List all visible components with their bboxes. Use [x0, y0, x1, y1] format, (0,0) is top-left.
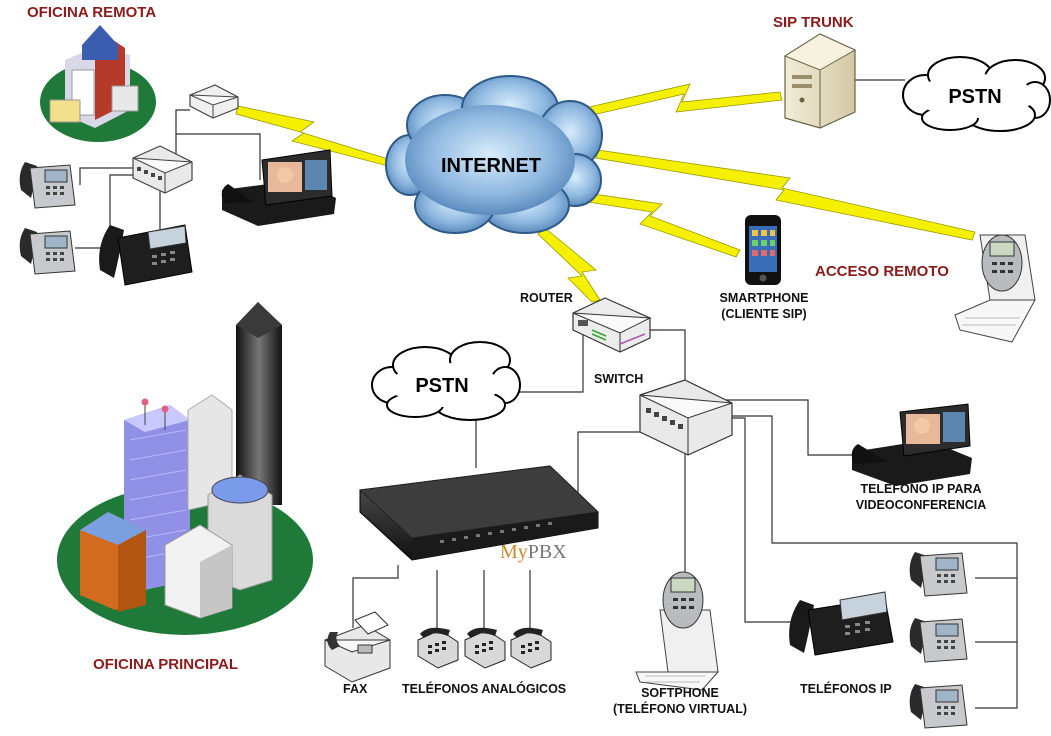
mypbx-device-icon — [358, 465, 600, 561]
bolt-sip-trunk — [584, 83, 783, 117]
remote-desk-phone-2 — [19, 228, 76, 275]
router-icon — [572, 297, 652, 353]
remote-executive-phone — [99, 224, 193, 286]
analog-phones-label: TELÉFONOS ANALÓGICOS — [402, 681, 566, 696]
remote-office-building — [40, 25, 156, 142]
pstn-top-label: PSTN — [948, 86, 1001, 108]
ip-phones-label: TELÉFONOS IP — [800, 681, 892, 696]
main-office-label: OFICINA PRINCIPAL — [93, 656, 238, 673]
sip-trunk-server-icon — [783, 33, 857, 129]
ip-desk-phone-1 — [909, 552, 968, 597]
sip-trunk-label: SIP TRUNK — [773, 14, 854, 31]
remote-access-label: ACCESO REMOTO — [815, 263, 949, 280]
softphone-label-1: SOFTPHONE — [641, 686, 719, 700]
video-phone-label-2: VIDEOCONFERENCIA — [856, 498, 987, 512]
ip-desk-phone-2 — [909, 618, 968, 663]
wireless-links — [235, 83, 976, 303]
fax-label: FAX — [343, 682, 368, 696]
smartphone-icon — [745, 215, 781, 285]
internet-label: INTERNET — [441, 155, 541, 177]
analog-phone-3 — [510, 627, 552, 669]
bolt-remote-access — [595, 149, 976, 241]
pstn-cloud-top: PSTN — [902, 56, 1051, 132]
internet-cloud: INTERNET — [385, 75, 603, 234]
bolt-router — [537, 227, 601, 303]
mypbx-brand-pbx: PBX — [528, 541, 567, 563]
ip-executive-phone — [789, 591, 894, 656]
main-office-buildings — [57, 302, 313, 635]
remote-video-phone — [221, 149, 336, 226]
remote-office-label: OFICINA REMOTA — [27, 4, 156, 21]
ip-desk-phone-3 — [909, 684, 968, 729]
bolt-smartphone — [561, 189, 741, 258]
softphone-label-2: (TELÉFONO VIRTUAL) — [613, 701, 747, 716]
mypbx-brand-my: My — [500, 541, 528, 563]
router-label: ROUTER — [520, 291, 573, 305]
pstn-mid-label: PSTN — [415, 375, 468, 397]
smartphone-label-1: SMARTPHONE — [720, 291, 809, 305]
switch-label: SWITCH — [594, 372, 643, 386]
remote-access-laptop-icon — [954, 234, 1036, 343]
analog-phone-1 — [417, 627, 459, 669]
remote-desk-phone-1 — [19, 162, 76, 209]
switch-icon — [639, 379, 733, 456]
remote-router-icon — [189, 84, 239, 119]
mypbx-brand: MyPBX — [500, 541, 567, 563]
softphone-laptop-icon — [635, 571, 720, 691]
smartphone-label-2: (CLIENTE SIP) — [721, 307, 806, 321]
pstn-cloud-mid: PSTN — [371, 341, 521, 421]
analog-phone-2 — [464, 627, 506, 669]
remote-switch-icon — [132, 145, 193, 194]
fax-icon — [324, 611, 391, 683]
video-conference-phone-icon — [851, 403, 972, 486]
video-phone-label-1: TELÉFONO IP PARA — [860, 481, 981, 496]
